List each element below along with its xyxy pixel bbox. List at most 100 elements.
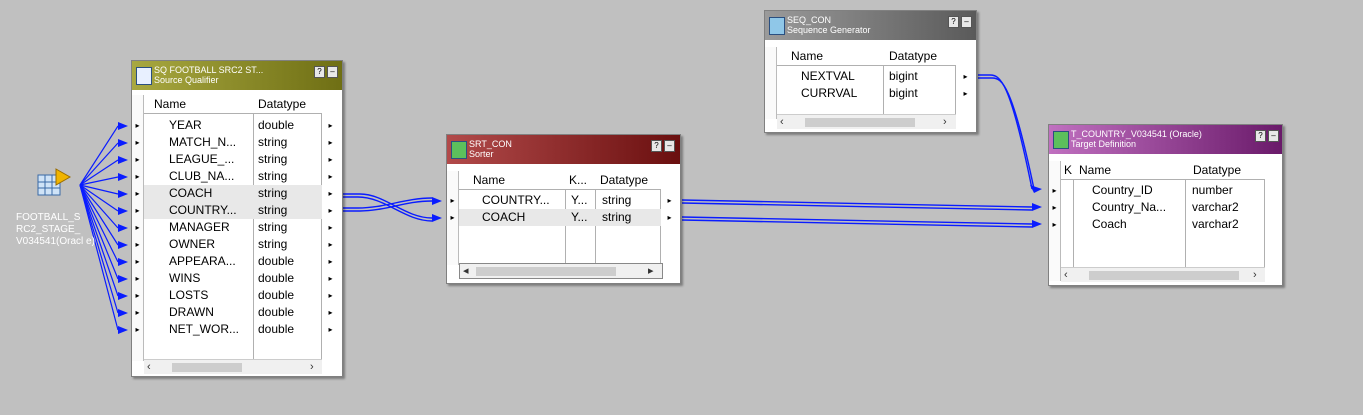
sq-row[interactable]: ▸ DRAWN double ▸ [132,304,342,321]
srt-input-port[interactable]: ▸ [450,196,455,205]
scroll-right-icon[interactable]: › [1253,269,1257,281]
minimize-button[interactable]: – [327,66,338,78]
sq-input-port[interactable]: ▸ [135,138,140,147]
sq-input-port[interactable]: ▸ [135,308,140,317]
sq-output-port[interactable]: ▸ [328,291,333,300]
sq-row[interactable]: ▸ COACH string ▸ [132,185,342,202]
scroll-left-icon[interactable]: ‹ [780,116,784,128]
sq-row[interactable]: ▸ CLUB_NA... string ▸ [132,168,342,185]
srt-input-port[interactable]: ▸ [450,213,455,222]
sq-input-port[interactable]: ▸ [135,325,140,334]
sq-input-port[interactable]: ▸ [135,206,140,215]
sq-input-port[interactable]: ▸ [135,172,140,181]
help-button[interactable]: ? [948,16,959,28]
sq-output-port[interactable]: ▸ [328,325,333,334]
sq-row[interactable]: ▸ MANAGER string ▸ [132,219,342,236]
srt-header[interactable]: SRT_CON Sorter ? – [447,135,680,164]
tgt-col-name[interactable]: Name [1079,163,1112,177]
seq-output-port[interactable]: ▸ [963,72,968,81]
sorter-icon [451,141,467,159]
srt-col-datatype[interactable]: Datatype [600,173,649,187]
sq-output-port[interactable]: ▸ [328,121,333,130]
sq-input-port[interactable]: ▸ [135,240,140,249]
scroll-thumb[interactable] [805,118,915,127]
sq-row[interactable]: ▸ APPEARA... double ▸ [132,253,342,270]
seq-horizontal-scrollbar[interactable]: ‹ › [777,114,956,129]
target-definition[interactable]: T_COUNTRY_V034541 (Oracle) Target Defini… [1048,124,1283,286]
sequence-generator-transformation[interactable]: SEQ_CON Sequence Generator ? – Name Data… [764,10,977,133]
minimize-button[interactable]: – [961,16,972,28]
srt-row[interactable]: ▸ COACH Y... string ▸ [447,209,680,226]
sq-row[interactable]: ▸ OWNER string ▸ [132,236,342,253]
scroll-right-icon[interactable]: › [310,361,314,373]
sq-output-port[interactable]: ▸ [328,189,333,198]
scroll-thumb[interactable] [476,267,616,276]
srt-col-name[interactable]: Name [473,173,506,187]
tgt-header[interactable]: T_COUNTRY_V034541 (Oracle) Target Defini… [1049,125,1282,154]
srt-output-port[interactable]: ▸ [667,213,672,222]
scroll-thumb[interactable] [172,363,242,372]
sq-row[interactable]: ▸ MATCH_N... string ▸ [132,134,342,151]
sq-output-port[interactable]: ▸ [328,155,333,164]
help-button[interactable]: ? [651,140,662,152]
sq-output-port[interactable]: ▸ [328,138,333,147]
scroll-right-icon[interactable]: › [943,116,947,128]
sq-input-port[interactable]: ▸ [135,189,140,198]
sq-output-port[interactable]: ▸ [328,274,333,283]
tgt-input-port[interactable]: ▸ [1052,203,1057,212]
sq-row[interactable]: ▸ LEAGUE_... string ▸ [132,151,342,168]
tgt-input-port[interactable]: ▸ [1052,186,1057,195]
tgt-input-port[interactable]: ▸ [1052,220,1057,229]
scroll-thumb[interactable] [1089,271,1239,280]
sq-input-port[interactable]: ▸ [135,257,140,266]
sq-col-name[interactable]: Name [154,97,187,111]
seq-col-name[interactable]: Name [791,49,824,63]
sq-horizontal-scrollbar[interactable]: ‹ › [144,359,322,374]
source-qualifier-transformation[interactable]: SQ FOOTBALL SRC2 ST... Source Qualifier … [131,60,343,377]
sq-row[interactable]: ▸ WINS double ▸ [132,270,342,287]
sq-input-port[interactable]: ▸ [135,223,140,232]
srt-row[interactable]: ▸ COUNTRY... Y... string ▸ [447,192,680,209]
tgt-row[interactable]: ▸ Country_Na... varchar2 [1049,199,1282,216]
sq-output-port[interactable]: ▸ [328,172,333,181]
seq-header[interactable]: SEQ_CON Sequence Generator ? – [765,11,976,40]
seq-row[interactable]: NEXTVAL bigint ▸ [765,68,976,85]
tgt-col-datatype[interactable]: Datatype [1193,163,1242,177]
sq-col-datatype[interactable]: Datatype [258,97,307,111]
scroll-right-icon[interactable]: ▸ [648,265,654,277]
scroll-left-icon[interactable]: ‹ [1064,269,1068,281]
sq-input-port[interactable]: ▸ [135,121,140,130]
srt-col-key[interactable]: K... [569,173,588,187]
sq-output-port[interactable]: ▸ [328,206,333,215]
sq-header[interactable]: SQ FOOTBALL SRC2 ST... Source Qualifier … [132,61,342,90]
srt-horizontal-scrollbar[interactable]: ◂ ▸ [459,263,663,279]
scroll-left-icon[interactable]: ◂ [463,265,469,277]
source-definition-label[interactable]: FOOTBALL_S RC2_STAGE_ V034541(Oracl e) [16,212,95,247]
seq-row[interactable]: CURRVAL bigint ▸ [765,85,976,102]
sq-output-port[interactable]: ▸ [328,257,333,266]
seq-output-port[interactable]: ▸ [963,89,968,98]
help-button[interactable]: ? [1255,130,1266,142]
source-definition-icon[interactable] [36,167,76,197]
tgt-row[interactable]: ▸ Country_ID number [1049,182,1282,199]
sorter-transformation[interactable]: SRT_CON Sorter ? – Name K... Datatype ▸ … [446,134,681,284]
seq-col-datatype[interactable]: Datatype [889,49,938,63]
sq-row[interactable]: ▸ NET_WOR... double ▸ [132,321,342,338]
help-button[interactable]: ? [314,66,325,78]
tgt-horizontal-scrollbar[interactable]: ‹ › [1061,267,1265,282]
sq-row[interactable]: ▸ COUNTRY... string ▸ [132,202,342,219]
srt-output-port[interactable]: ▸ [667,196,672,205]
sq-output-port[interactable]: ▸ [328,223,333,232]
sq-output-port[interactable]: ▸ [328,308,333,317]
tgt-row[interactable]: ▸ Coach varchar2 [1049,216,1282,233]
sq-row[interactable]: ▸ LOSTS double ▸ [132,287,342,304]
scroll-left-icon[interactable]: ‹ [147,361,151,373]
sq-input-port[interactable]: ▸ [135,291,140,300]
tgt-col-key[interactable]: K [1064,163,1073,177]
minimize-button[interactable]: – [1268,130,1279,142]
minimize-button[interactable]: – [664,140,675,152]
sq-input-port[interactable]: ▸ [135,274,140,283]
sq-input-port[interactable]: ▸ [135,155,140,164]
sq-output-port[interactable]: ▸ [328,240,333,249]
sq-row[interactable]: ▸ YEAR double ▸ [132,117,342,134]
